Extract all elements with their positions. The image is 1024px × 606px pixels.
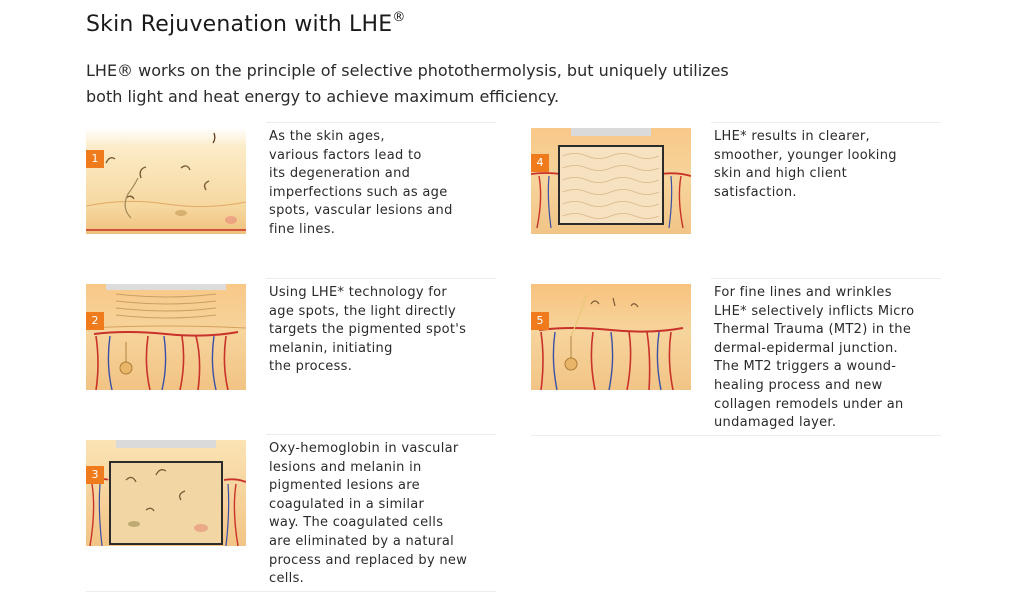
skin-illustration xyxy=(531,284,691,390)
step-4: 4 LHE* results in clearer, smoother, you… xyxy=(531,122,941,282)
desc-line: fine lines. xyxy=(269,221,336,237)
desc-line: coagulated in a similar xyxy=(269,496,425,512)
step-number-badge: 5 xyxy=(531,312,549,330)
desc-line: The MT2 triggers a wound- xyxy=(714,359,897,375)
desc-line: process and replaced by new xyxy=(269,552,468,568)
divider xyxy=(266,122,496,123)
step-3: 3 Oxy-hemoglobin in vascular lesions and… xyxy=(86,434,496,594)
skin-cross-section-icon xyxy=(531,128,691,234)
desc-line: are eliminated by a natural xyxy=(269,533,455,549)
skin-cross-section-icon xyxy=(86,128,246,234)
desc-line: lesions and melanin in xyxy=(269,459,422,475)
divider xyxy=(711,278,941,279)
step-description: Oxy-hemoglobin in vascular lesions and m… xyxy=(269,440,489,589)
desc-line: collagen remodels under an xyxy=(714,396,904,412)
intro-line-1: LHE® works on the principle of selective… xyxy=(86,61,729,80)
divider xyxy=(86,591,496,592)
desc-line: various factors lead to xyxy=(269,147,422,163)
desc-line: skin and high client xyxy=(714,166,848,182)
desc-line: satisfaction. xyxy=(714,184,797,200)
desc-line: way. The coagulated cells xyxy=(269,515,444,531)
desc-line: dermal-epidermal junction. xyxy=(714,340,898,356)
desc-line: For fine lines and wrinkles xyxy=(714,285,892,300)
desc-line: undamaged layer. xyxy=(714,415,837,431)
desc-line: pigmented lesions are xyxy=(269,478,420,494)
divider xyxy=(266,434,496,435)
desc-line: the process. xyxy=(269,359,353,375)
intro-line-2: both light and heat energy to achieve ma… xyxy=(86,87,560,106)
step-number-badge: 1 xyxy=(86,150,104,168)
divider xyxy=(266,278,496,279)
step-5: 5 For fine lines and wrinkles LHE* selec… xyxy=(531,278,941,438)
desc-line: age spots, the light directly xyxy=(269,303,457,319)
step-number-badge: 2 xyxy=(86,312,104,330)
skin-illustration xyxy=(86,284,246,390)
desc-line: cells. xyxy=(269,571,305,587)
step-2: 2 Using LHE* technology for age spots, t… xyxy=(86,278,496,438)
registered-mark: ® xyxy=(392,10,406,25)
desc-line: melanin, initiating xyxy=(269,340,393,356)
skin-illustration xyxy=(86,440,246,546)
desc-line: smoother, younger looking xyxy=(714,147,897,163)
desc-line: healing process and new xyxy=(714,377,883,393)
desc-line: LHE* results in clearer, xyxy=(714,129,870,144)
skin-cross-section-icon xyxy=(531,284,691,390)
divider xyxy=(531,435,941,436)
intro-paragraph: LHE® works on the principle of selective… xyxy=(86,58,786,110)
desc-line: As the skin ages, xyxy=(269,129,385,144)
desc-line: LHE* selectively inflicts Micro xyxy=(714,303,915,319)
skin-illustration xyxy=(531,128,691,234)
desc-line: targets the pigmented spot's xyxy=(269,322,467,338)
step-description: For fine lines and wrinkles LHE* selecti… xyxy=(714,284,934,433)
desc-line: Oxy-hemoglobin in vascular xyxy=(269,441,459,456)
desc-line: Thermal Trauma (MT2) in the xyxy=(714,322,912,338)
skin-cross-section-icon xyxy=(86,440,246,546)
step-number-badge: 3 xyxy=(86,466,104,484)
desc-line: its degeneration and xyxy=(269,166,411,182)
desc-line: Using LHE* technology for xyxy=(269,285,448,300)
step-1: 1 As the skin ages, various factors lead… xyxy=(86,122,496,282)
desc-line: imperfections such as age xyxy=(269,184,448,200)
step-description: As the skin ages, various factors lead t… xyxy=(269,128,489,240)
page-title: Skin Rejuvenation with LHE® xyxy=(86,10,406,37)
divider xyxy=(711,122,941,123)
step-description: Using LHE* technology for age spots, the… xyxy=(269,284,489,377)
step-description: LHE* results in clearer, smoother, young… xyxy=(714,128,934,202)
step-number-badge: 4 xyxy=(531,154,549,172)
skin-illustration xyxy=(86,128,246,234)
title-text: Skin Rejuvenation with LHE xyxy=(86,12,393,37)
desc-line: spots, vascular lesions and xyxy=(269,203,453,219)
skin-cross-section-icon xyxy=(86,284,246,390)
